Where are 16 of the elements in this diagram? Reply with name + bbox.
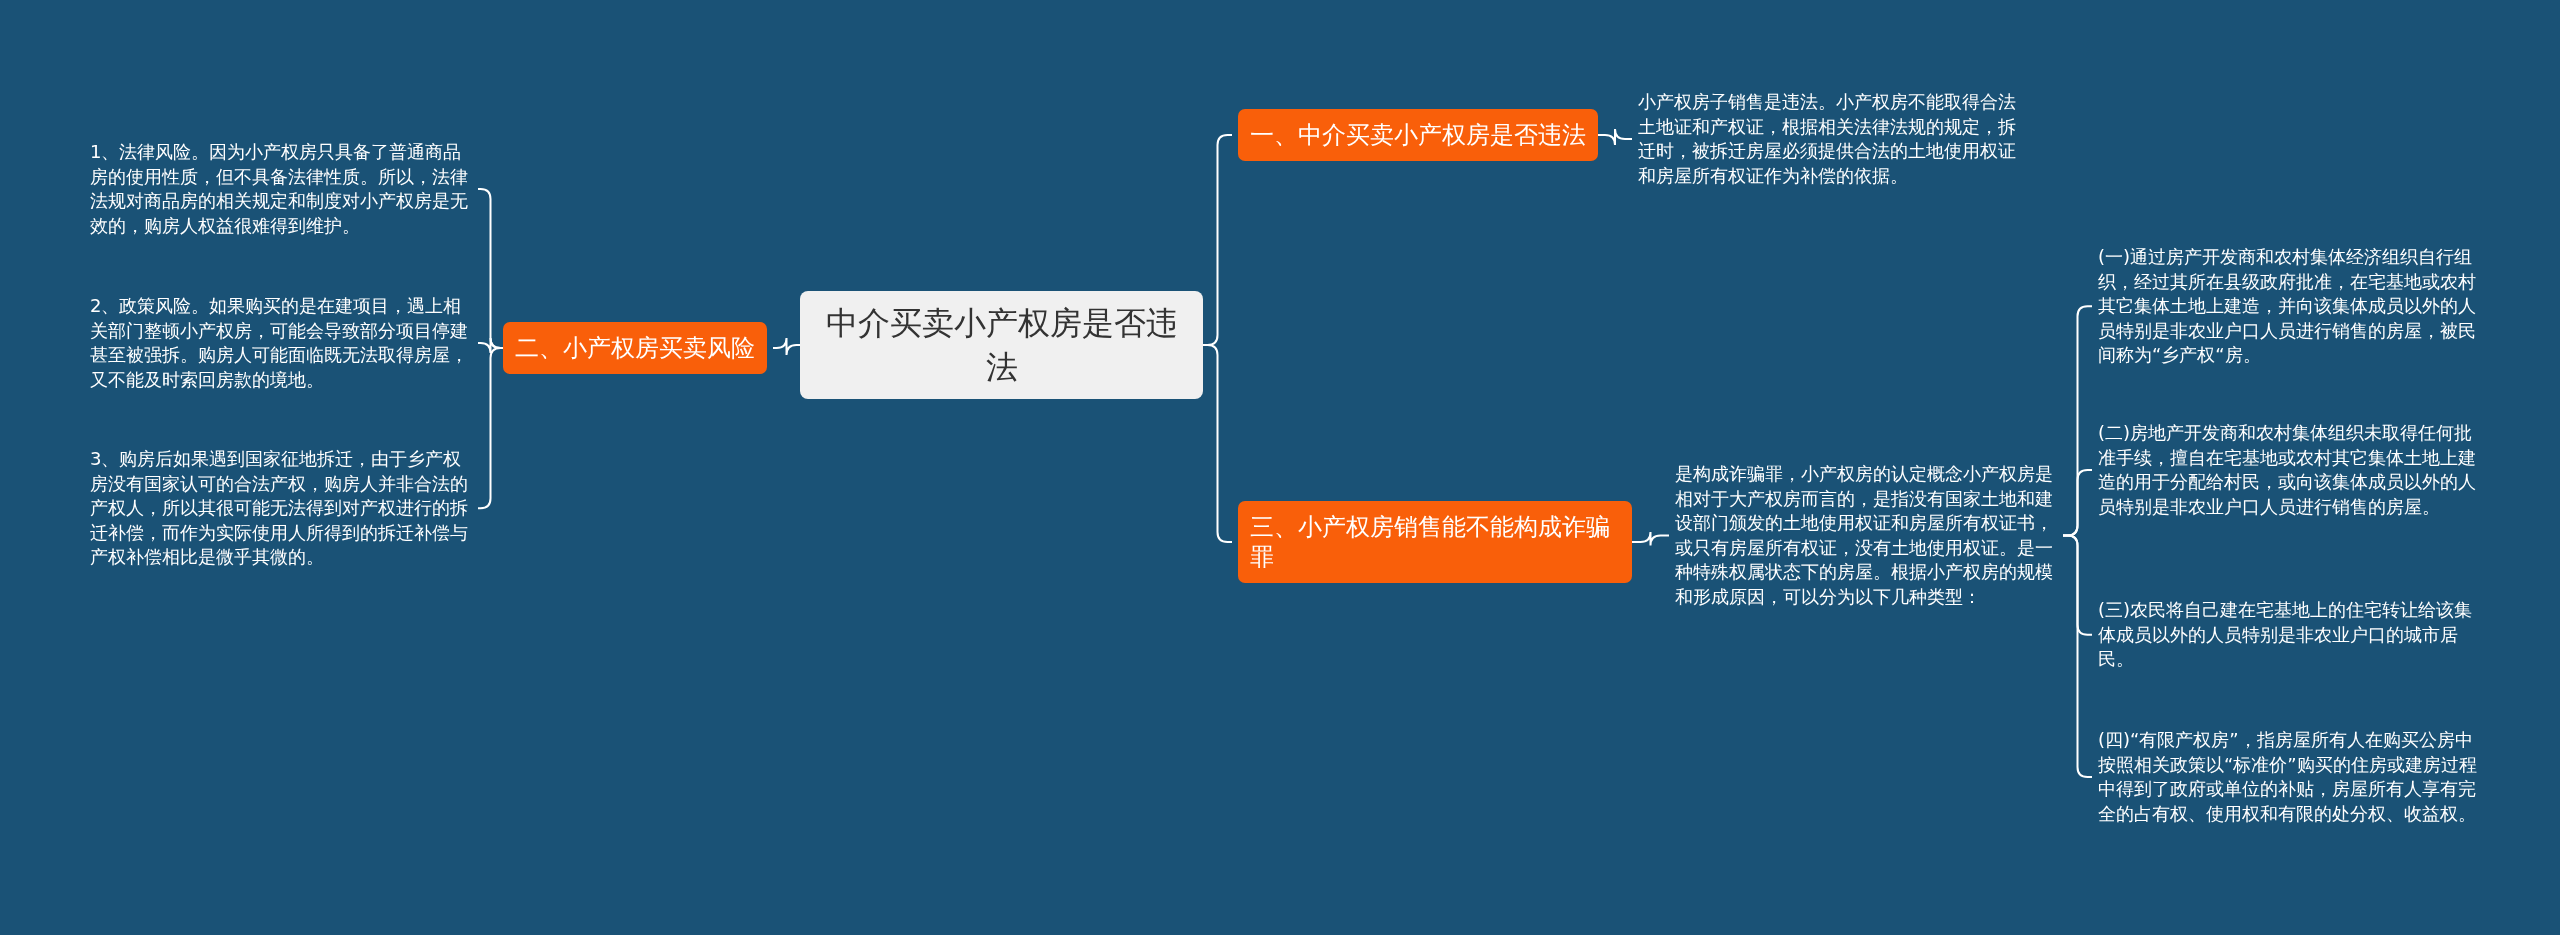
topic-box: 一、中介买卖小产权房是否违法 — [1238, 109, 1598, 161]
connector-line — [1631, 531, 1670, 547]
note-text: (二)房地产开发商和农村集体组织未取得任何批准手续，擅自在宅基地或农村其它集体土地上建造的用于分配给村民，或向该集体成员以外的人员特别是非农业户口人员进行销售的房屋。 — [2098, 421, 2480, 519]
note-text: 小产权房子销售是违法。小产权房不能取得合法土地证和产权证，根据相关法律法规的规定，拆迁时，被拆迁房屋必须提供合法的土地使用权证和房屋所有权证作为补偿的依据。 — [1638, 90, 2020, 188]
note-text: 1、法律风险。因为小产权房只具备了普通商品房的使用性质，但不具备法律性质。所以，法律法规对商品房的相关规定和制度对小产权房是无效的，购房人权益很难得到维护。 — [90, 140, 472, 238]
note-text: 2、政策风险。如果购买的是在建项目，遇上相关部门整顿小产权房，可能会导致部分项目停建甚至被强拆。购房人可能面临既无法取得房屋，又不能及时索回房款的境地。 — [90, 294, 472, 392]
note-text: 是构成诈骗罪，小产权房的认定概念小产权房是相对于大产权房而言的，是指没有国家土地和建设部门颁发的土地使用权证和房屋所有权证书，或只有房屋所有权证，没有土地使用权证。是一种特殊权属状态下的房屋。根据小产权房的规模和形成原因，可以分为以下几种类型： — [1675, 462, 2057, 609]
connector-line — [772, 337, 801, 356]
central-topic-box: 中介买卖小产权房是否违法 — [800, 291, 1203, 399]
note-text: 3、购房后如果遇到国家征地拆迁，由于乡产权房没有国家认可的合法产权，购房人并非合法的产权人，所以其很可能无法得到对产权进行的拆迁补偿，而作为实际使用人所得到的拆迁补偿与产权补偿相比是微乎其微的。 — [90, 447, 472, 570]
topic-box: 三、小产权房销售能不能构成诈骗罪 — [1238, 501, 1632, 583]
connector-line — [1597, 128, 1633, 146]
topic-box: 二、小产权房买卖风险 — [503, 322, 767, 374]
note-text: (四)“有限产权房”，指房屋所有人在购买公房中按照相关政策以“标准价”购买的住房或建房过程中得到了政府或单位的补贴，房屋所有人享有完全的占有权、使用权和有限的处分权、收益权。 — [2098, 728, 2480, 826]
note-text: (一)通过房产开发商和农村集体经济组织自行组织，经过其所在县级政府批准，在宅基地或农村其它集体土地上建造，并向该集体成员以外的人员特别是非农业户口人员进行销售的房屋，被民间称为“乡产权“房。 — [2098, 245, 2480, 368]
note-text: (三)农民将自己建在宅基地上的住宅转让给该集体成员以外的人员特别是非农业户口的城市居民。 — [2098, 598, 2480, 672]
